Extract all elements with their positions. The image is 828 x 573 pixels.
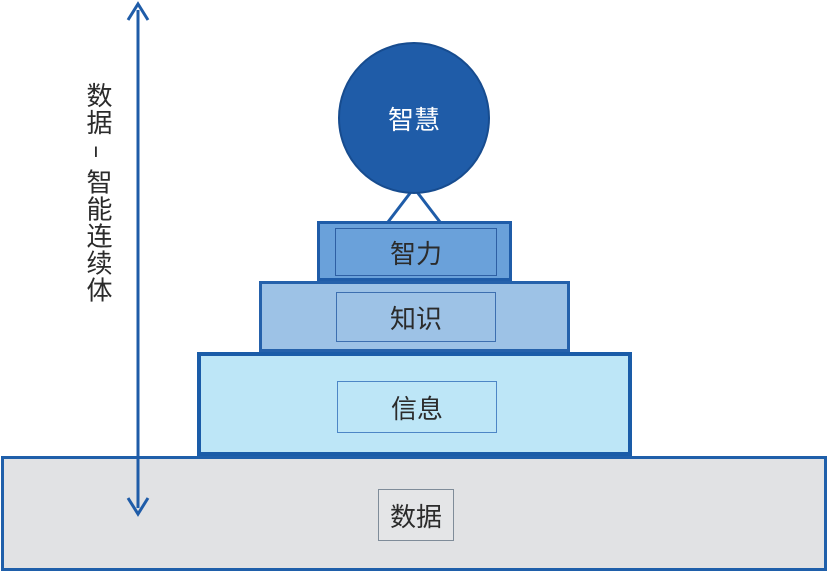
data-label: 数据 bbox=[378, 489, 454, 541]
knowledge-layer: 知识 bbox=[259, 281, 570, 352]
axis-label: 数据 – 智能连续体 bbox=[82, 82, 112, 304]
wisdom-label: 智慧 bbox=[387, 105, 440, 136]
knowledge-label: 知识 bbox=[336, 292, 496, 342]
information-layer: 信息 bbox=[197, 352, 632, 456]
intelligence-label: 智力 bbox=[335, 228, 497, 276]
intelligence-layer: 智力 bbox=[317, 221, 512, 281]
continuum-arrow bbox=[126, 1, 150, 517]
information-label: 信息 bbox=[337, 381, 497, 433]
wisdom-circle: 智慧 bbox=[338, 42, 490, 194]
